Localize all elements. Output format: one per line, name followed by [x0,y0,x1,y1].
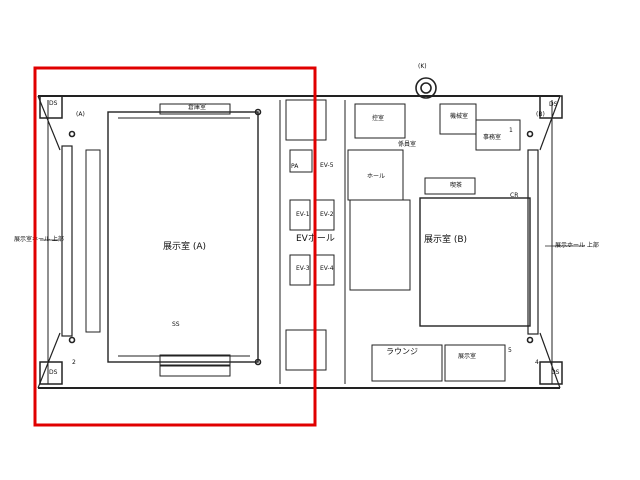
column-4 [254,108,262,116]
elevator-4: EV-4 [320,265,334,272]
facade-sw [37,332,61,389]
room-hall: ホール [367,173,385,180]
stage-circle-inner [420,82,432,94]
elevator-5: EV-5 [320,162,334,169]
ds-ne: DS [549,101,558,108]
room-staff: 係員室 [398,140,416,148]
pa-label: PA [291,163,299,170]
ds-se: DS [551,369,560,376]
column-5 [254,358,262,366]
storage-a-bottom [159,354,231,366]
column-0 [68,130,76,138]
exhibition-a-outline [107,111,259,363]
left-vertical-label: 展示室ホール 上部 [14,235,64,243]
west-glazing [61,145,73,337]
room-lounge: ラウンジ [386,347,418,356]
b-label: (B) [536,111,545,118]
facade-ne [539,95,561,151]
cafe-room [424,177,476,195]
exhibition-small-room [444,344,506,382]
dim-ss: SS [172,321,180,328]
elevator-2: EV-2 [320,211,334,218]
west-hall [85,149,101,333]
room-waiting: 控室 [372,114,384,122]
facade-nw [37,95,61,151]
column-3 [526,336,534,344]
core-1: 1 [509,127,513,134]
waiting-room [354,103,406,139]
ds-sw: DS [49,369,58,376]
stage-circle [415,77,437,99]
column-1 [68,336,76,344]
room-exhibition-b: 展示室 (B) [424,233,467,245]
room-machine: 機械室 [450,112,468,120]
core-5: 5 [508,347,512,354]
selection-highlight [33,66,317,427]
service-a-bottom [159,365,231,377]
right-vertical-label: 展示ホール 上部 [555,241,599,249]
machine-room [439,103,477,135]
exhibition-b-outline [419,197,531,327]
facade-se [539,332,561,389]
core-2: 2 [72,359,76,366]
stair-north [285,99,327,141]
ds-nw: DS [49,100,58,107]
tower-nw [39,95,63,119]
room-office: 事務室 [483,133,501,141]
storage-a-top [159,103,231,115]
tower-ne [539,95,563,119]
walls [37,77,585,389]
stage-label: (K) [418,63,427,70]
elevator-1: EV-1 [296,211,310,218]
office-room [475,119,521,151]
elevator-3: EV-3 [296,265,310,272]
a-label: (A) [76,111,85,118]
lounge-room [371,344,443,382]
cr-label: CR [510,192,518,199]
room-exhibition-a: 展示室 (A) [163,240,206,252]
east-glazing [527,149,539,335]
stair-south [285,329,327,371]
ev3-shaft [289,254,311,286]
ev5-shaft [289,149,313,173]
core-4: 4 [535,359,539,366]
room-exhibition-small: 展示室 [458,352,476,360]
room-cafe: 喫茶 [450,181,462,189]
tower-sw [39,361,63,385]
column-2 [526,130,534,138]
ev1-shaft [289,199,311,231]
tower-se [539,361,563,385]
toilets-block [349,199,411,291]
room-storage: 倉庫室 [188,103,206,111]
